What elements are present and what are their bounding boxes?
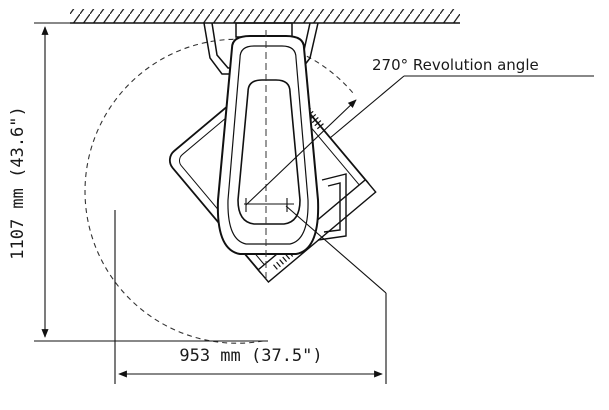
revolution-leaders	[245, 75, 594, 294]
width-label: 953 mm (37.5")	[179, 346, 322, 366]
width-dimension	[114, 210, 387, 384]
height-label: 1107 mm (43.6")	[8, 106, 28, 260]
height-dimension	[34, 22, 268, 342]
revolution-angle-label: 270° Revolution angle	[372, 56, 539, 74]
side-arm	[317, 173, 347, 241]
yoke-arm	[216, 35, 320, 255]
revolution-arc	[84, 38, 354, 344]
ceiling	[70, 9, 460, 24]
